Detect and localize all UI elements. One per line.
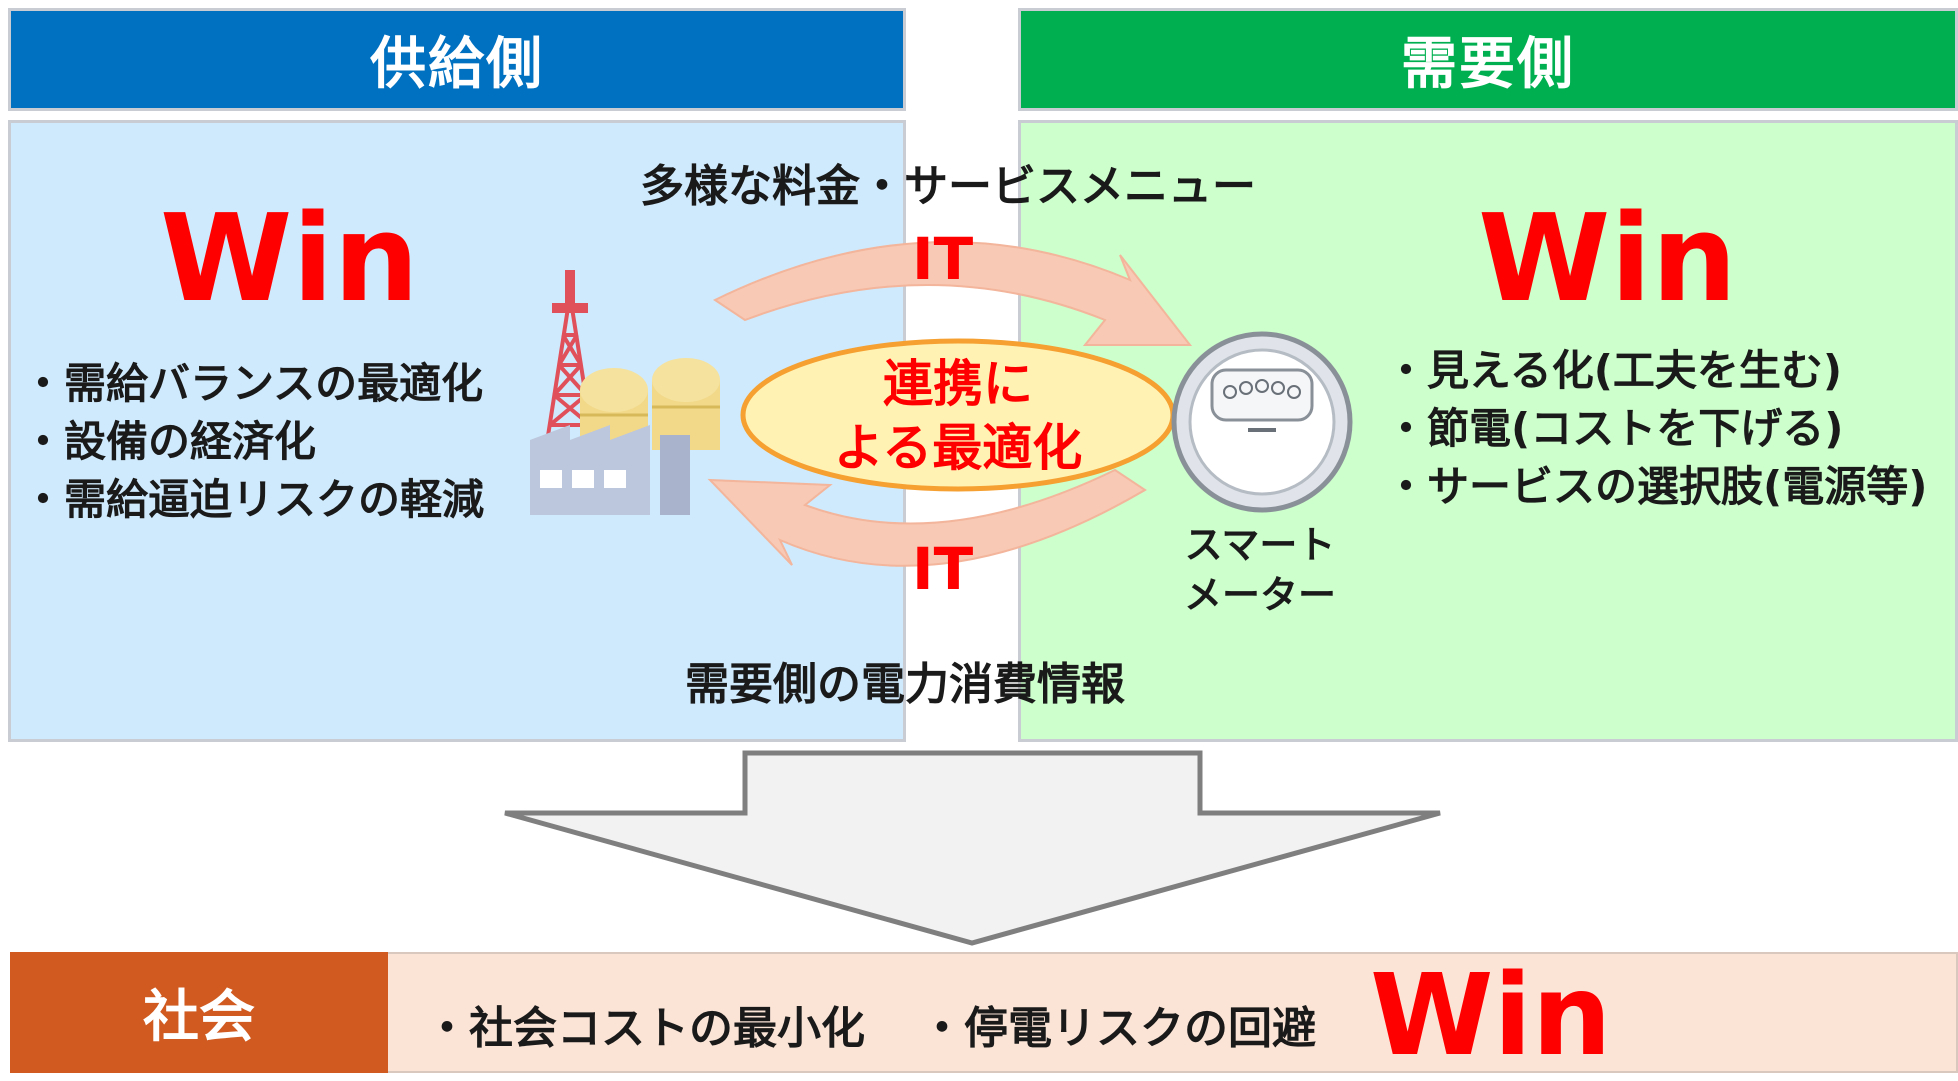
optimization-text: 連携に よる最適化 [738,352,1178,480]
optimization-line-2: よる最適化 [833,419,1083,477]
smart-meter-line-1: スマート [1184,523,1336,567]
supply-header-label: 供給側 [370,32,544,97]
demand-win-label: Win [1478,190,1737,329]
society-label: 社会 [143,985,255,1050]
smart-meter-line-2: メーター [1183,573,1336,617]
power-plant-icon [530,270,720,515]
optimization-line-1: 連携に [883,355,1033,413]
down-arrow-icon [504,750,1441,946]
smart-meter-icon [1171,331,1353,513]
supply-benefits-list: ・需給バランスの最適化 ・設備の経済化 ・需給逼迫リスクの軽減 [22,355,484,529]
demand-header-label: 需要側 [1401,32,1575,97]
it-label-top: IT [912,225,974,293]
it-label-bottom: IT [912,535,974,603]
top-flow-text: 多様な料金・サービスメニュー [640,161,1256,212]
supply-benefit-item: ・設備の経済化 [22,417,317,466]
supply-header: 供給側 [8,8,906,111]
supply-benefit-item: ・需給バランスの最適化 [22,359,484,408]
demand-header: 需要側 [1018,8,1958,111]
demand-benefit-item: ・サービスの選択肢(電源等) [1385,462,1928,511]
bottom-flow-text: 需要側の電力消費情報 [685,659,1125,710]
society-win-label: Win [1370,951,1612,1081]
demand-benefit-item: ・見える化(工夫を生む) [1385,346,1843,395]
demand-benefits-list: ・見える化(工夫を生む) ・節電(コストを下げる) ・サービスの選択肢(電源等) [1385,342,1927,516]
supply-benefit-item: ・需給逼迫リスクの軽減 [22,475,485,524]
society-benefit-2: ・停電リスクの回避 [920,1003,1316,1054]
demand-benefit-item: ・節電(コストを下げる) [1385,404,1844,453]
smart-meter-label: スマート メーター [1175,520,1345,620]
society-label-box: 社会 [10,952,388,1073]
supply-win-label: Win [160,190,419,329]
society-benefit-1: ・社会コストの最小化 [425,1003,865,1054]
